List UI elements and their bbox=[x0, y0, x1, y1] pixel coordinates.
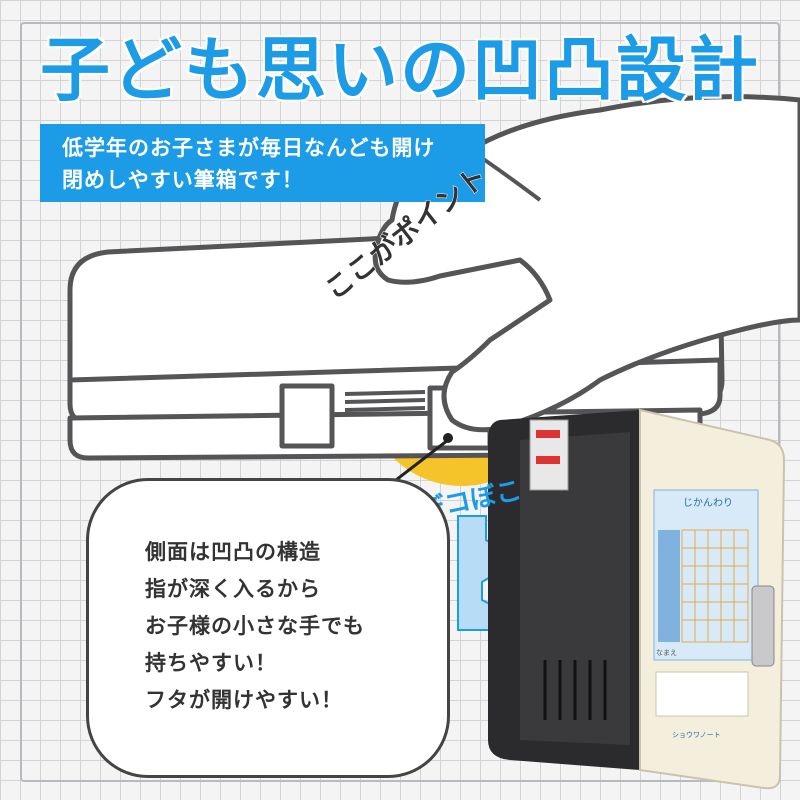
case-ridges bbox=[344, 390, 426, 412]
callout-text: 側面は凹凸の構造 指が深く入るから お子様の小さな手でも 持ちやすい！ フタが開… bbox=[145, 534, 405, 719]
callout-line-3: お子様の小さな手でも bbox=[145, 614, 365, 638]
callout-line-4: 持ちやすい！ bbox=[145, 651, 277, 675]
callout-line-2: 指が深く入るから bbox=[145, 577, 321, 601]
callout-line-1: 側面は凹凸の構造 bbox=[145, 540, 321, 564]
subtitle-band: 低学年のお子さまが毎日なんども開け 閉めしやすい筆箱です！ bbox=[40, 124, 485, 202]
timetable-heading: じかんわり bbox=[683, 498, 733, 509]
subtitle-line-2: 閉めしやすい筆箱です！ bbox=[62, 168, 304, 192]
callout-bubble bbox=[86, 478, 450, 778]
brand-label: ショウワノート bbox=[672, 731, 721, 739]
border-frame bbox=[20, 22, 780, 782]
pencil-case-photo bbox=[488, 408, 786, 790]
page-title: 子ども思いの凹凸設計 bbox=[39, 28, 760, 113]
timetable-name-label: なまえ bbox=[656, 649, 677, 657]
callout-line-5: フタが開けやすい！ bbox=[145, 688, 343, 712]
subtitle-line-1: 低学年のお子さまが毎日なんども開け bbox=[62, 136, 436, 160]
